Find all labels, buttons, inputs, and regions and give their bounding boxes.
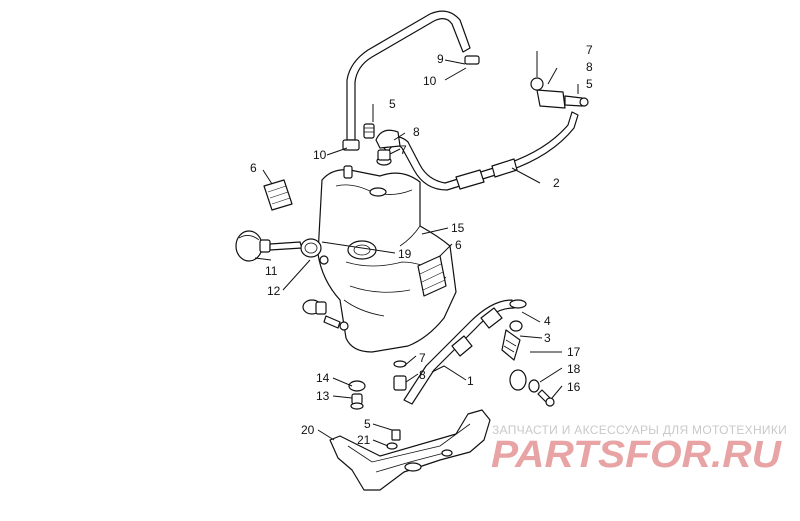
callout-1: 1	[467, 374, 474, 388]
fuel-line	[382, 77, 589, 191]
callout-7: 7	[400, 143, 407, 157]
callout-20: 20	[301, 423, 315, 437]
right-fittings	[501, 299, 555, 407]
callout-14: 14	[316, 371, 330, 385]
callout-8: 8	[586, 60, 593, 74]
callout-12: 12	[267, 284, 281, 298]
watermark-logo-text: PARTSFOR.RU	[491, 434, 783, 474]
callout-13: 13	[316, 389, 330, 403]
callout-6: 6	[250, 161, 257, 175]
callout-2: 2	[553, 176, 560, 190]
fuel-cap	[235, 230, 303, 262]
skid-plate	[329, 409, 491, 491]
callout-numbers: 9 10 10 7 8 5 5 8 7 2 6 15 6 19 11 12 4 …	[250, 43, 593, 447]
decal-left	[263, 179, 293, 211]
callout-16: 16	[567, 380, 581, 394]
callout-5: 5	[364, 417, 371, 431]
fuel-tank	[317, 165, 457, 353]
bottom-mount	[348, 380, 366, 410]
callout-10: 10	[313, 148, 327, 162]
callout-18: 18	[567, 362, 581, 376]
watermark-caption: ЗАПЧАСТИ И АКСЕССУАРЫ ДЛЯ МОТОТЕХНИКИ	[492, 423, 788, 437]
callout-3: 3	[544, 331, 551, 345]
leader-lines	[254, 51, 579, 447]
decal-right	[417, 255, 447, 297]
callout-10: 10	[423, 74, 437, 88]
vent-hose	[342, 10, 480, 151]
callout-7: 7	[586, 43, 593, 57]
callout-5: 5	[586, 77, 593, 91]
watermark-logo: PARTSFOR.RU	[491, 434, 783, 474]
callout-8: 8	[419, 368, 426, 382]
callout-21: 21	[357, 433, 371, 447]
callout-19: 19	[398, 247, 412, 261]
callout-5: 5	[389, 97, 396, 111]
callout-15: 15	[451, 221, 465, 235]
callout-6: 6	[455, 238, 462, 252]
callout-11: 11	[265, 264, 278, 278]
cap-gasket	[300, 238, 322, 258]
callout-17: 17	[567, 345, 581, 359]
side-mount	[302, 299, 349, 331]
callout-9: 9	[437, 52, 444, 66]
top-fitting	[363, 123, 401, 166]
callout-4: 4	[544, 314, 551, 328]
callout-7: 7	[419, 351, 426, 365]
callout-8: 8	[413, 125, 420, 139]
